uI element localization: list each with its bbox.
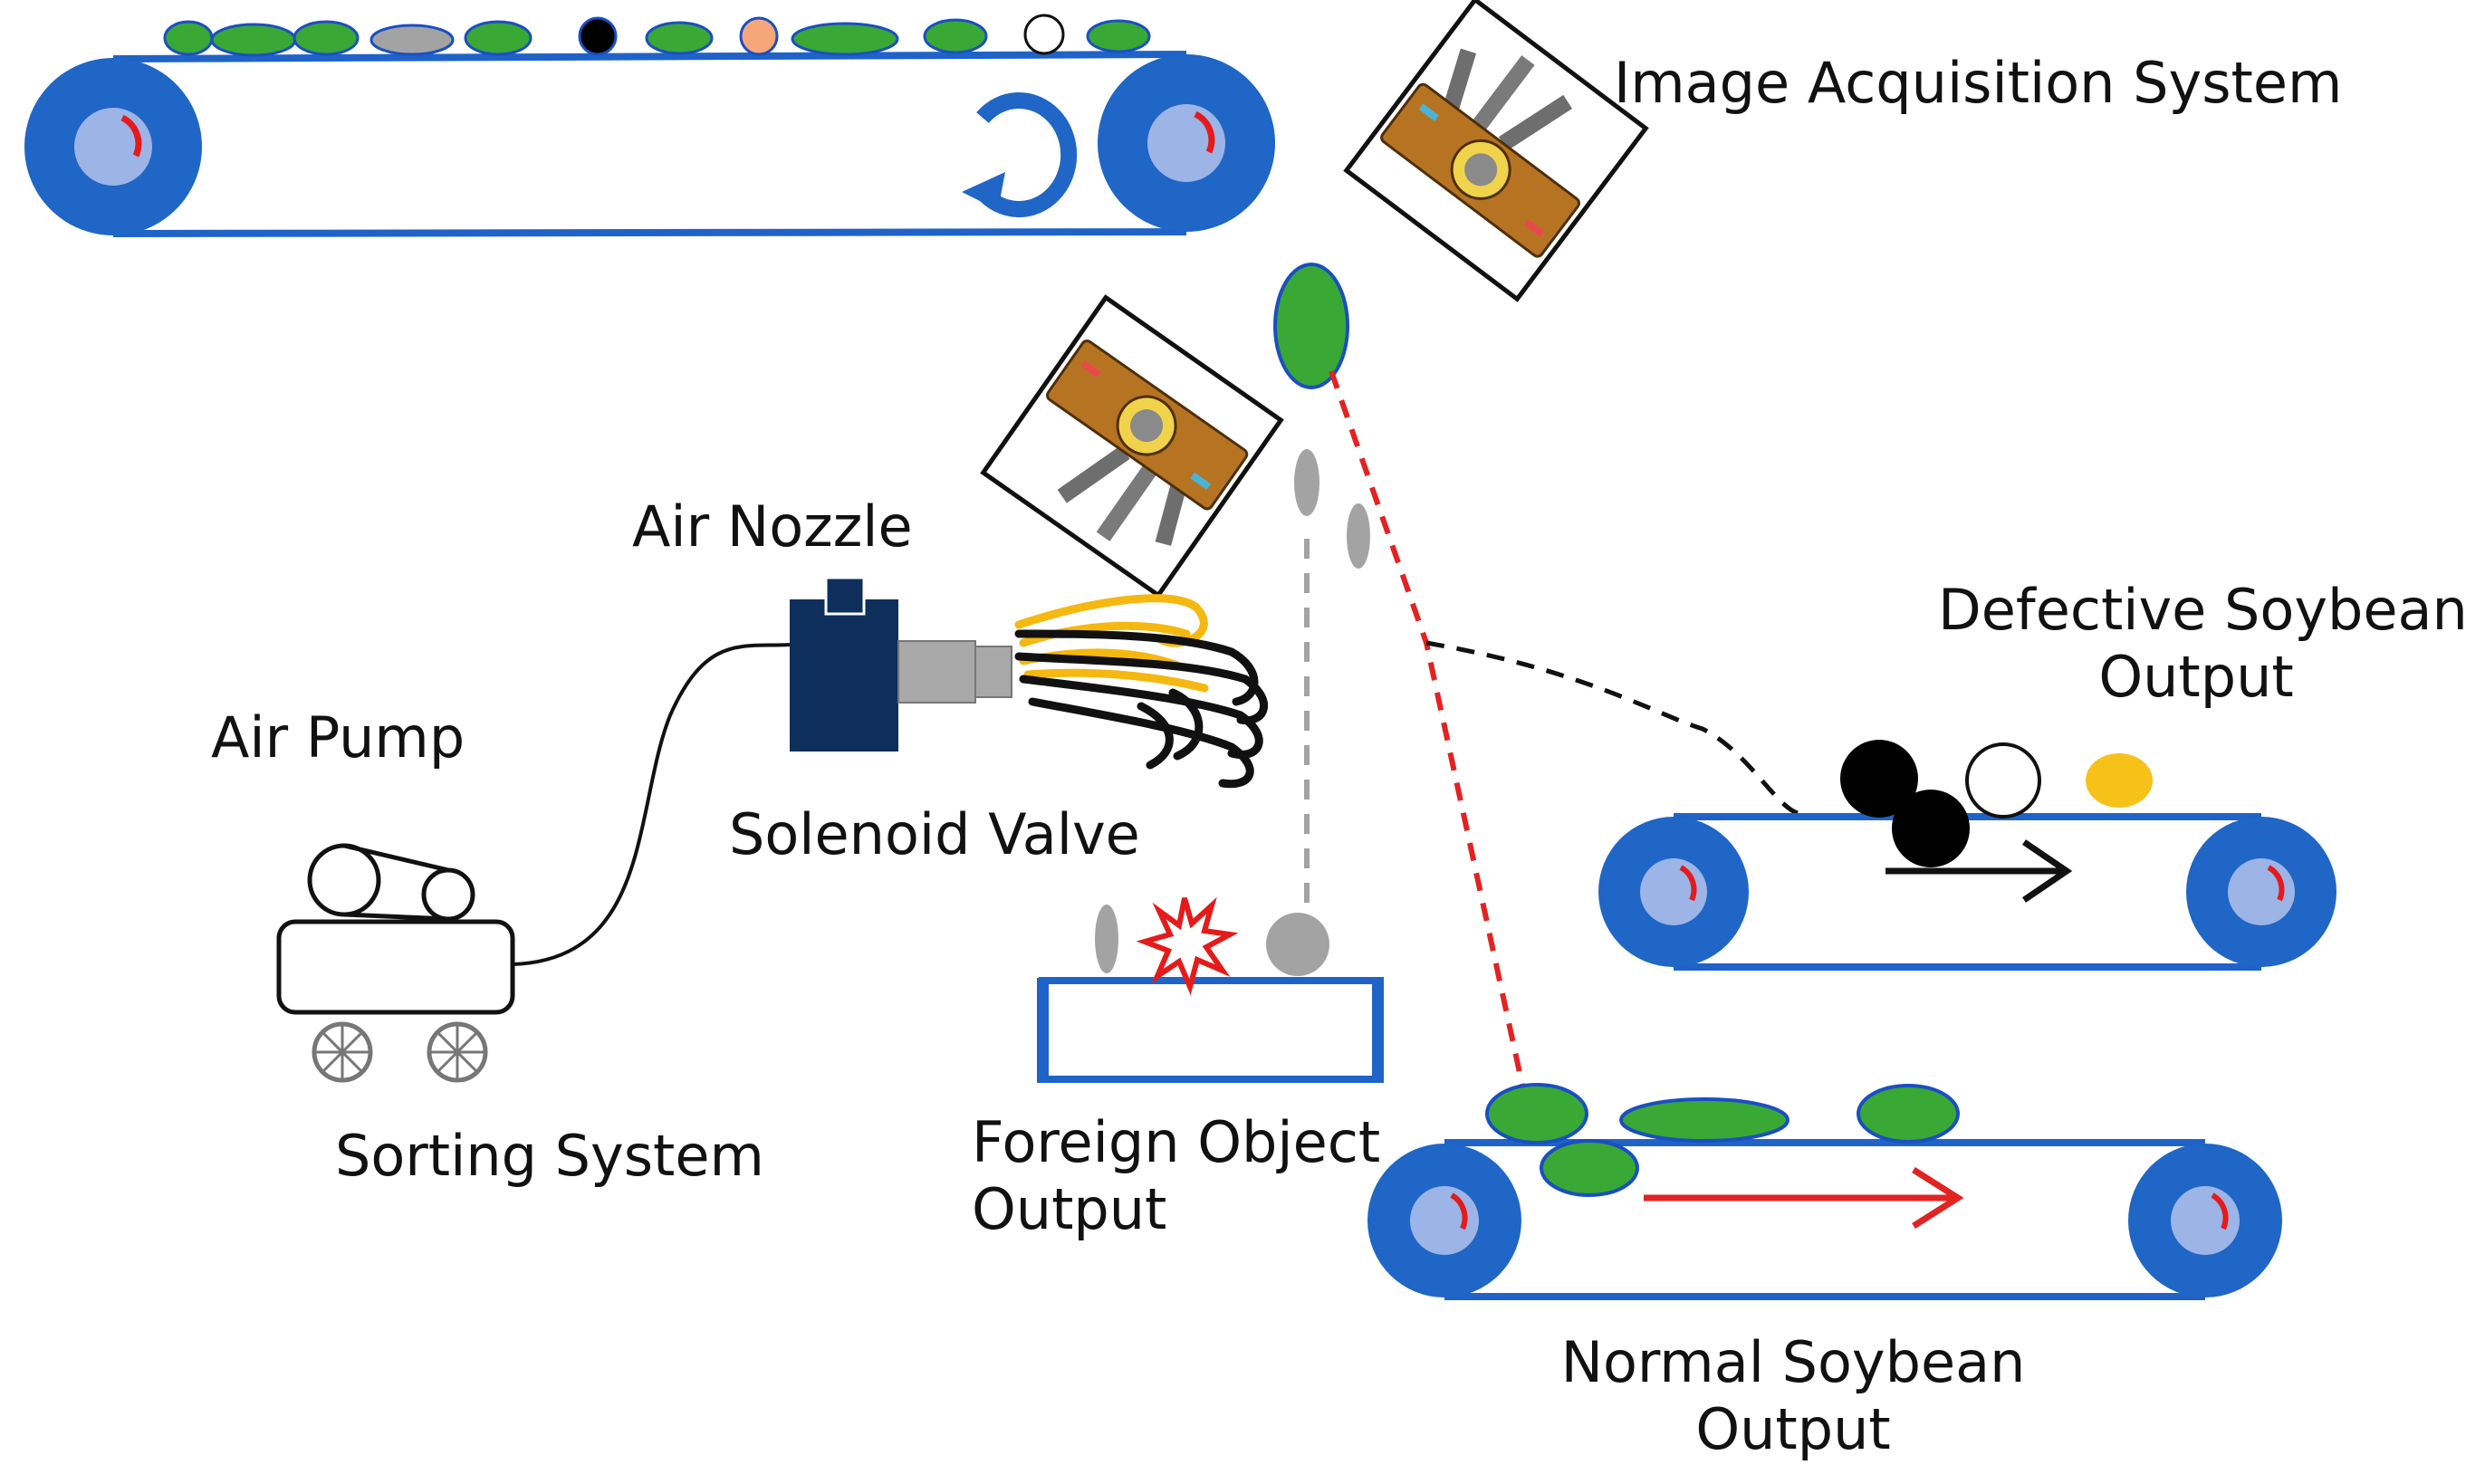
- falling-bean-normal: [1273, 263, 1349, 389]
- label-defective-line1: Defective Soybean: [1938, 577, 2466, 643]
- defective-conveyor-roller-right: [2186, 817, 2336, 967]
- defective-bean-black: [1892, 790, 1970, 867]
- bean-black: [578, 16, 618, 56]
- defective-bean-white: [1965, 742, 2041, 819]
- wheel-icon: [427, 1021, 488, 1083]
- label-foreign-line2: Output: [972, 1176, 1167, 1243]
- normal-direction-arrow-icon: [1644, 1167, 1964, 1229]
- bean-normal: [163, 20, 214, 56]
- normal-output-conveyor: [1367, 1083, 2282, 1300]
- top-belt-beans: [163, 14, 1151, 57]
- wheel-icon: [312, 1021, 373, 1083]
- label-air-nozzle: Air Nozzle: [632, 493, 913, 560]
- bean-foreign: [369, 24, 455, 56]
- camera-top-icon: [1343, 0, 1649, 302]
- defective-bean-yellow: [2086, 753, 2153, 808]
- top-conveyor-roller-left: [24, 58, 202, 235]
- impact-spark-icon: [1136, 896, 1239, 996]
- label-normal-line1: Normal Soybean: [1560, 1329, 2026, 1395]
- normal-bean-trajectory: [1329, 370, 1533, 1124]
- foreign-object-output-tray: [1037, 896, 1384, 1083]
- falling-foreign-object: [1347, 503, 1370, 569]
- defective-output-conveyor: [1598, 740, 2336, 971]
- air-pump-icon: [276, 843, 515, 1083]
- bean-white: [1023, 14, 1065, 55]
- air-nozzle-icon: [897, 640, 1012, 704]
- bean-normal: [210, 23, 297, 57]
- label-image-acquisition-system: Image Acquisition System: [1614, 50, 2343, 116]
- camera-bottom-icon: [980, 294, 1284, 598]
- bean-normal: [791, 22, 899, 56]
- air-hose: [512, 643, 791, 966]
- foreign-object: [1266, 913, 1329, 976]
- label-normal-soybean-output: Normal Soybean Output: [1549, 1329, 2038, 1464]
- bean-normal: [1086, 19, 1151, 53]
- normal-bean: [1540, 1139, 1639, 1197]
- normal-bean: [1485, 1083, 1588, 1144]
- normal-conveyor-roller-right: [2128, 1144, 2282, 1297]
- normal-bean: [1857, 1084, 1960, 1144]
- label-sorting-system: Sorting System: [335, 1123, 764, 1189]
- foreign-object: [1095, 905, 1118, 973]
- bean-normal: [923, 18, 988, 54]
- air-blast-icon: [1014, 594, 1269, 789]
- rotation-arrow-icon: [962, 92, 1078, 217]
- defective-direction-arrow-icon: [1885, 839, 2073, 903]
- label-solenoid-valve: Solenoid Valve: [729, 801, 1140, 867]
- label-normal-line2: Output: [1695, 1396, 1891, 1463]
- defective-conveyor-roller-left: [1598, 817, 1749, 967]
- bean-normal: [645, 21, 714, 55]
- label-foreign-line1: Foreign Object: [972, 1109, 1381, 1175]
- top-conveyor-belt: [112, 51, 1187, 237]
- bean-orange: [739, 16, 779, 56]
- label-defective-soybean-output: Defective Soybean Output: [1938, 577, 2466, 712]
- defective-bean-trajectory: [1425, 640, 1799, 816]
- normal-conveyor-roller-left: [1367, 1144, 1521, 1297]
- falling-foreign-object: [1294, 449, 1319, 516]
- solenoid-valve-icon: [790, 576, 898, 752]
- top-conveyor: [24, 14, 1275, 237]
- label-defective-line2: Output: [2098, 644, 2294, 711]
- normal-bean: [1619, 1097, 1790, 1143]
- bean-normal: [464, 20, 533, 56]
- defective-bean-black: [1840, 740, 1918, 818]
- label-foreign-object-output: Foreign Object Output: [972, 1109, 1380, 1244]
- top-conveyor-roller-right: [1098, 54, 1275, 232]
- bean-normal: [293, 20, 360, 56]
- label-air-pump: Air Pump: [211, 704, 465, 771]
